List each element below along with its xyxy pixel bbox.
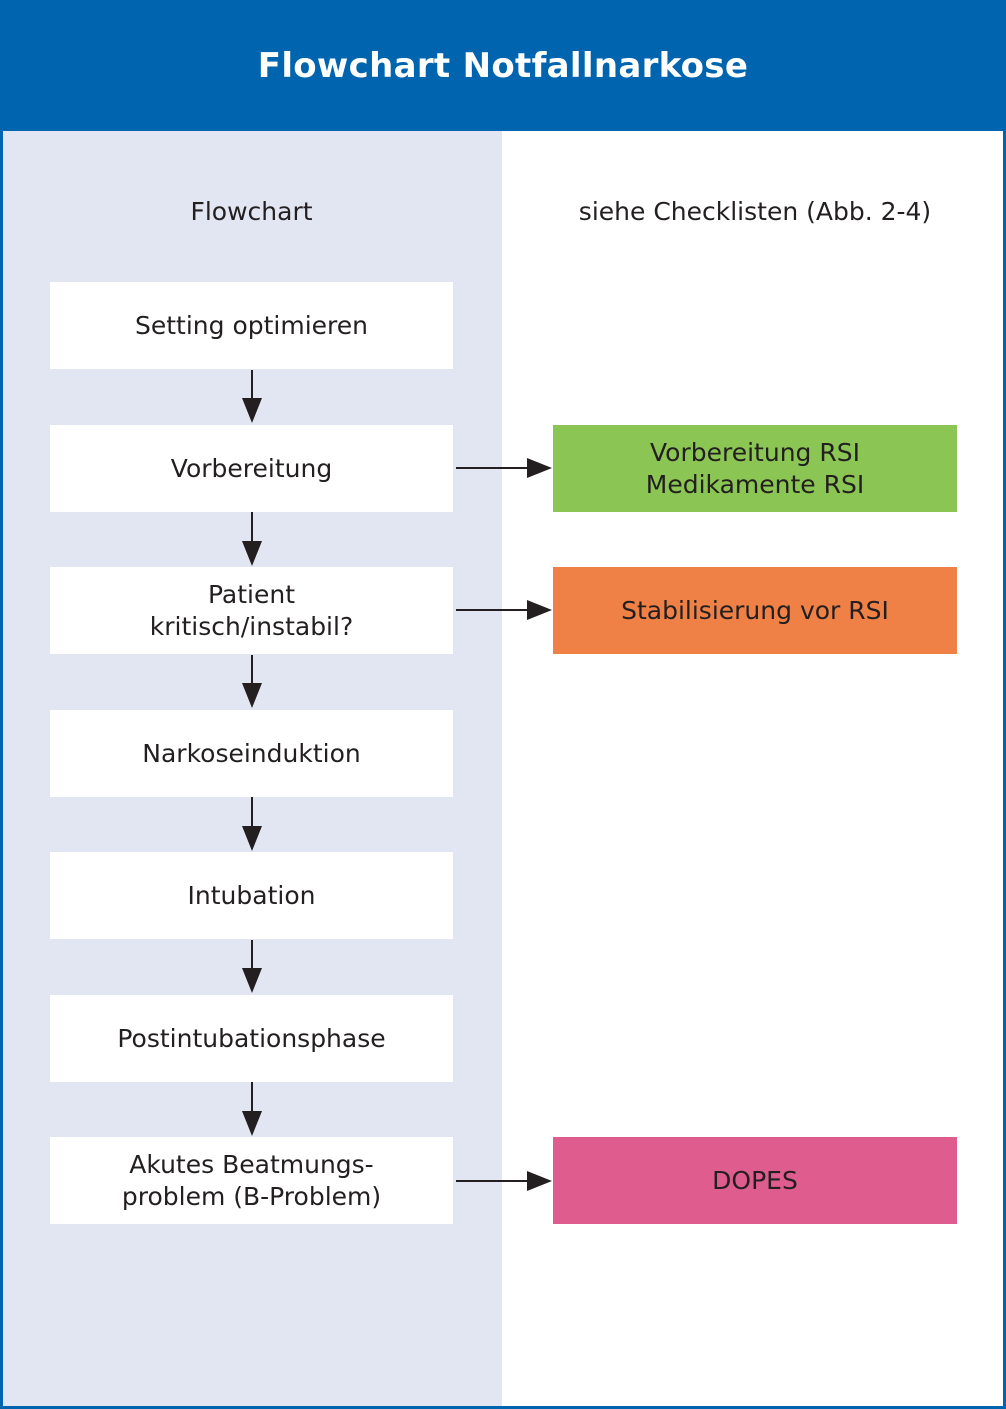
step-label-line: problem (B-Problem) xyxy=(121,1181,382,1211)
step-label-line: Intubation xyxy=(187,880,316,910)
step-narkoseinduktion: Narkoseinduktion xyxy=(50,710,453,797)
step-postintubationsphase: Postintubationsphase xyxy=(50,995,453,1082)
checklist-vorbereitung-rsi: Vorbereitung RSI Medikamente RSI xyxy=(553,425,957,512)
checklist-column-heading: siehe Checklisten (Abb. 2-4) xyxy=(578,197,932,226)
checklist-label-line: Stabilisierung vor RSI xyxy=(621,595,889,625)
checklist-label-line: DOPES xyxy=(712,1165,798,1195)
checklist-dopes: DOPES xyxy=(553,1137,957,1224)
step-intubation: Intubation xyxy=(50,852,453,939)
step-vorbereitung: Vorbereitung xyxy=(50,425,453,512)
flowchart-column-heading: Flowchart xyxy=(190,197,313,226)
step-label-line: Vorbereitung xyxy=(170,453,333,483)
checklist-label-line: Medikamente RSI xyxy=(645,469,865,499)
step-akutes-beatmungsproblem: Akutes Beatmungs- problem (B-Problem) xyxy=(50,1137,453,1224)
step-patient-kritisch: Patient kritisch/instabil? xyxy=(50,567,453,654)
checklist-stabilisierung: Stabilisierung vor RSI xyxy=(553,567,957,654)
step-label-line: kritisch/instabil? xyxy=(149,611,354,641)
step-label-line: Postintubationsphase xyxy=(117,1023,386,1053)
step-label-line: Akutes Beatmungs- xyxy=(129,1149,374,1179)
step-setting-optimieren: Setting optimieren xyxy=(50,282,453,369)
header-bar: Flowchart Notfallnarkose xyxy=(0,0,1006,131)
step-label-line: Narkoseinduktion xyxy=(142,738,361,768)
diagram-title: Flowchart Notfallnarkose xyxy=(257,45,749,86)
step-label-line: Setting optimieren xyxy=(134,310,368,340)
checklist-label-line: Vorbereitung RSI xyxy=(650,437,860,467)
step-label-line: Patient xyxy=(207,579,296,609)
